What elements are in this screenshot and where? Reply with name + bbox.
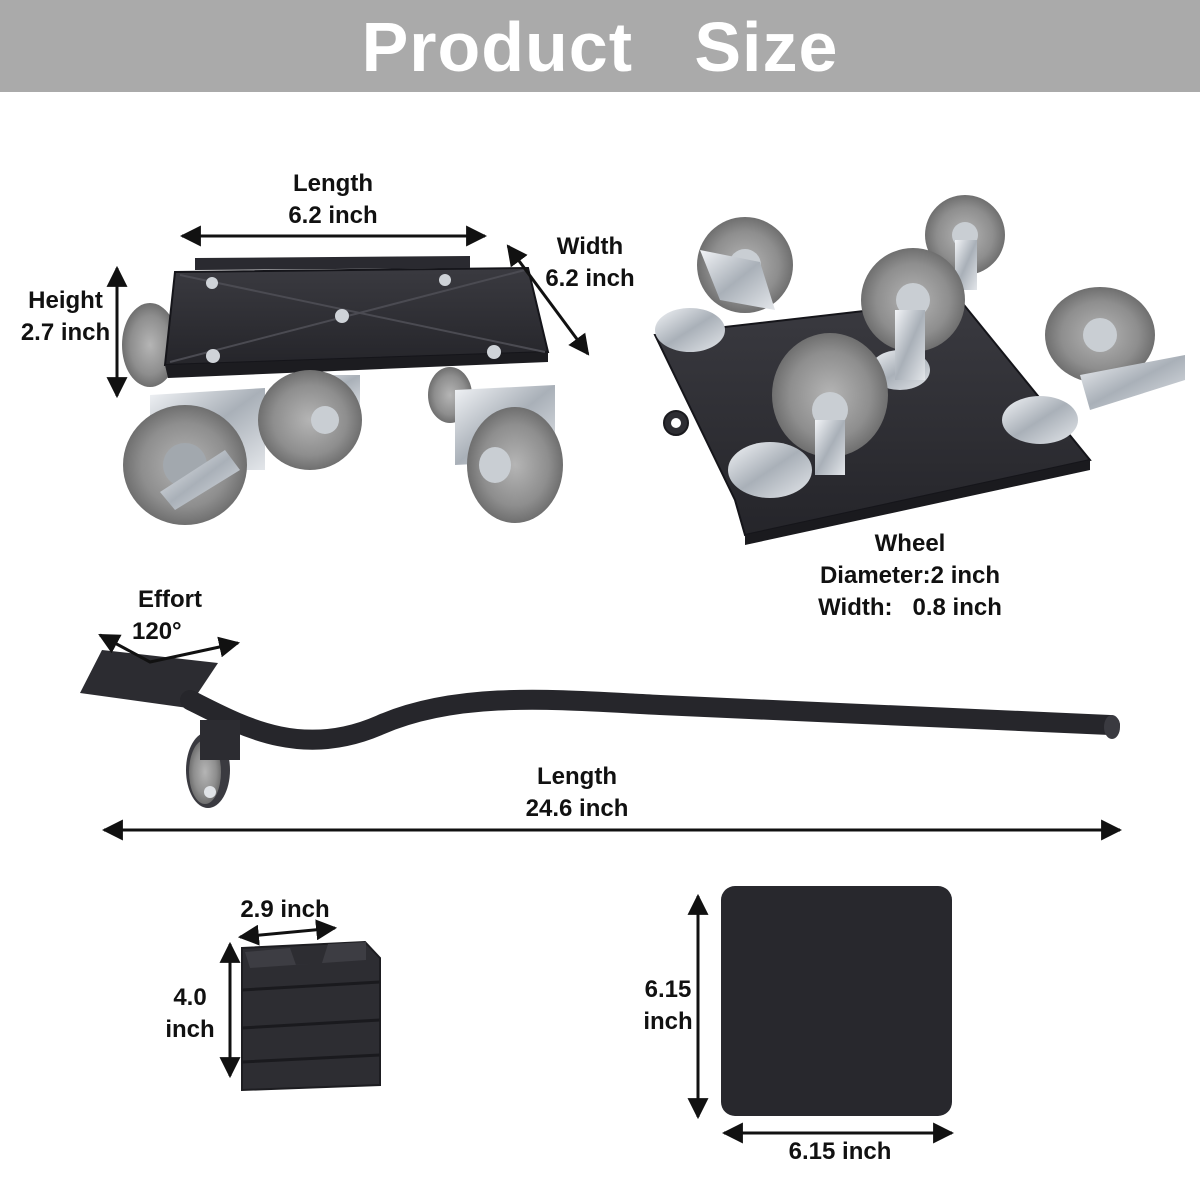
wheel-size-label: Wheel Diameter:2 inch Width: 0.8 inch	[818, 530, 1002, 621]
lever-length-label: Length 24.6 inch	[525, 763, 629, 822]
pad-width-label: 6.15 inch	[788, 1138, 892, 1165]
support-block	[241, 940, 381, 1092]
lever-bar	[80, 650, 1120, 808]
dolly-front-view	[122, 256, 563, 525]
dolly-height-label: Height 2.7 inch	[20, 287, 111, 346]
block-height-label: 4.0 inch	[165, 984, 215, 1043]
block-width-label: 2.9 inch	[240, 896, 330, 923]
dimension-arrows	[98, 225, 1123, 1144]
rubber-pad	[721, 886, 952, 1116]
block-width-arrow	[237, 919, 338, 946]
title-banner: Product Size	[0, 0, 1200, 92]
page-title: Product Size	[361, 8, 839, 86]
effort-angle-arrow	[98, 633, 241, 664]
dolly-length-label: Length 6.2 inch	[288, 170, 378, 229]
dolly-width-arrow	[506, 244, 590, 356]
dolly-width-label: Width 6.2 inch	[545, 233, 635, 292]
dolly-underside-view	[653, 195, 1185, 545]
pad-height-label: 6.15 inch	[643, 976, 693, 1035]
effort-angle-label: Effort 120°	[132, 586, 202, 645]
